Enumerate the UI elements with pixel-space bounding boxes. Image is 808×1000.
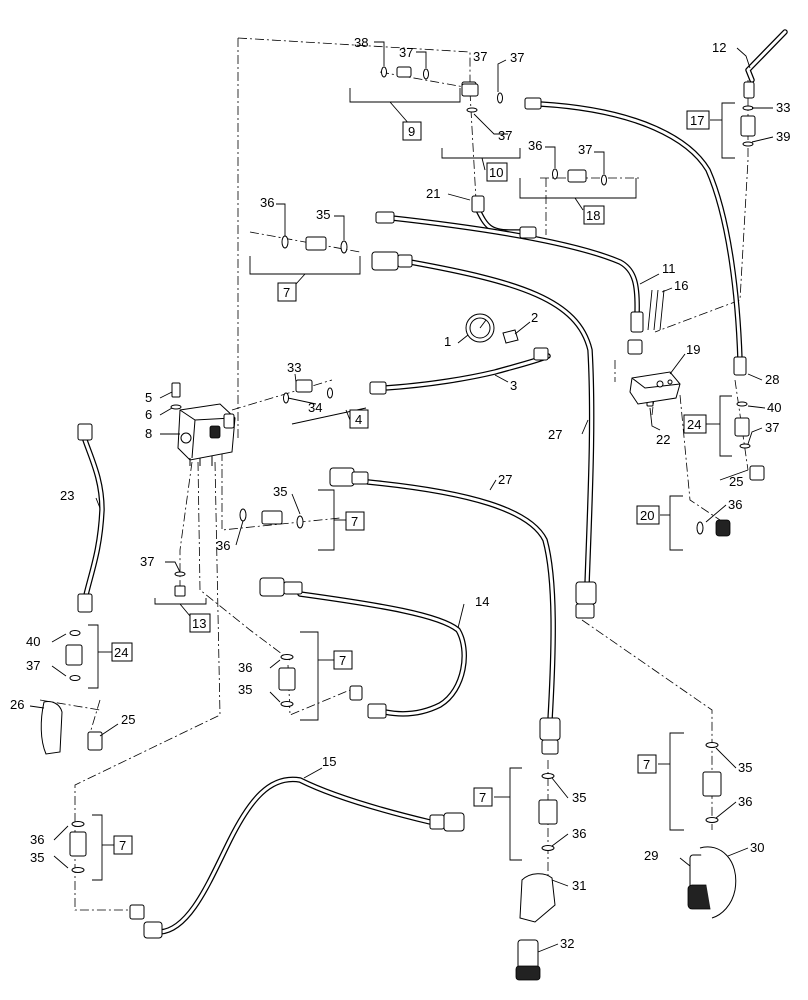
callout-35a: 35 (316, 207, 330, 222)
callout-8: 8 (145, 426, 152, 441)
callout-38: 38 (354, 35, 368, 50)
group-4: 4 (355, 412, 362, 427)
group-7d: 7 (119, 838, 126, 853)
callout-14: 14 (475, 594, 489, 609)
group-7a: 7 (283, 285, 290, 300)
callout-36c: 36 (728, 497, 742, 512)
leaders (29, 41, 774, 953)
group-7e: 7 (479, 790, 486, 805)
group-box-labels: 9 10 18 7 4 7 13 7 24 7 7 7 17 24 20 (114, 113, 704, 853)
group-9: 9 (408, 124, 415, 139)
callout-28: 28 (765, 372, 779, 387)
group-7f: 7 (643, 757, 650, 772)
callout-2: 2 (531, 310, 538, 325)
callout-36b: 36 (260, 195, 274, 210)
callout-27b: 27 (498, 472, 512, 487)
callout-34: 34 (308, 400, 322, 415)
callout-35d: 35 (30, 850, 44, 865)
callout-32: 32 (560, 936, 574, 951)
callout-33b: 33 (287, 360, 301, 375)
hose-fittings (77, 81, 755, 939)
callout-30: 30 (750, 840, 764, 855)
callout-35e: 35 (572, 790, 586, 805)
callout-37e: 37 (578, 142, 592, 157)
fittings (40, 66, 765, 981)
callout-29: 29 (644, 848, 658, 863)
group-7b: 7 (351, 514, 358, 529)
callout-33a: 33 (776, 100, 790, 115)
group-18: 18 (586, 208, 600, 223)
callout-36d: 36 (216, 538, 230, 553)
callout-39: 39 (776, 129, 790, 144)
group-24b: 24 (687, 417, 701, 432)
callout-37a: 37 (473, 49, 487, 64)
callout-22: 22 (656, 432, 670, 447)
group-brackets (88, 88, 735, 881)
callout-37f: 37 (765, 420, 779, 435)
callout-16: 16 (674, 278, 688, 293)
callout-36e: 36 (238, 660, 252, 675)
callout-40a: 40 (767, 400, 781, 415)
line-3 (382, 353, 551, 391)
callout-23: 23 (60, 488, 74, 503)
callout-12: 12 (712, 40, 726, 55)
callout-1: 1 (444, 334, 451, 349)
hoses (82, 29, 788, 935)
callout-37h: 37 (26, 658, 40, 673)
callout-3: 3 (510, 378, 517, 393)
callout-37b: 37 (399, 45, 413, 60)
callout-35f: 35 (738, 760, 752, 775)
hose-15 (157, 776, 433, 935)
callout-37d: 37 (498, 128, 512, 143)
callout-40b: 40 (26, 634, 40, 649)
callout-25a: 25 (729, 474, 743, 489)
group-13: 13 (192, 616, 206, 631)
tee-fitting (461, 83, 479, 97)
callout-5: 5 (145, 390, 152, 405)
callout-35c: 35 (238, 682, 252, 697)
callout-19: 19 (686, 342, 700, 357)
fitting-2 (502, 329, 519, 344)
callout-36f: 36 (30, 832, 44, 847)
pressure-gauge-1 (465, 313, 495, 343)
group-24a: 24 (114, 645, 128, 660)
group-7c: 7 (339, 653, 346, 668)
centerlines (39, 37, 749, 911)
callout-11: 11 (662, 261, 676, 276)
callout-26: 26 (10, 697, 24, 712)
valve-block-8 (177, 403, 236, 466)
group-20: 20 (640, 508, 654, 523)
manifold-19 (629, 371, 681, 405)
callout-31: 31 (572, 878, 586, 893)
hose-14 (297, 591, 467, 717)
callout-36h: 36 (738, 794, 752, 809)
callout-labels: 37 38 37 37 12 33 39 37 36 37 21 36 35 1… (10, 35, 790, 951)
callout-21: 21 (426, 186, 440, 201)
callout-27a: 27 (548, 427, 562, 442)
callout-25b: 25 (121, 712, 135, 727)
callout-35b: 35 (273, 484, 287, 499)
callout-37c: 37 (510, 50, 524, 65)
callout-36g: 36 (572, 826, 586, 841)
callout-6: 6 (145, 407, 152, 422)
callout-37g: 37 (140, 554, 154, 569)
callout-36a: 36 (528, 138, 542, 153)
group-17: 17 (690, 113, 704, 128)
group-10: 10 (489, 165, 503, 180)
callout-15: 15 (322, 754, 336, 769)
